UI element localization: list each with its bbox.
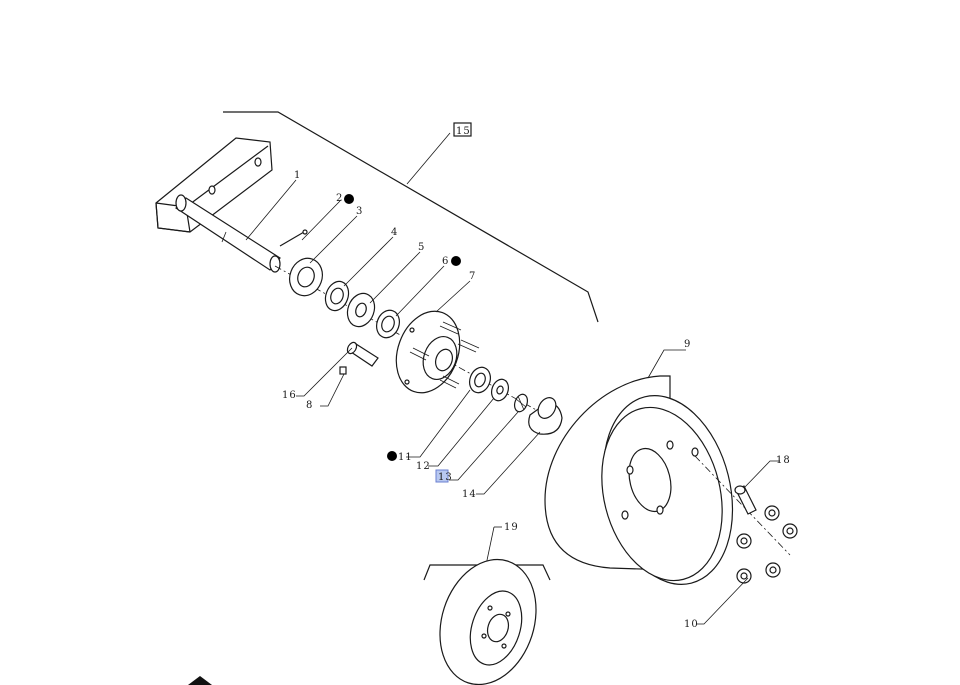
dust-cap-part-14 bbox=[528, 397, 563, 435]
callout-12: 12 bbox=[416, 461, 431, 472]
callout-3: 3 bbox=[356, 206, 363, 217]
callout-16: 16 bbox=[282, 390, 297, 401]
seal-ring-part bbox=[289, 257, 323, 297]
axle-spindle-part bbox=[155, 137, 281, 273]
wheel-hub-part bbox=[395, 310, 480, 394]
leader-lines bbox=[245, 179, 780, 625]
page-mark-icon bbox=[188, 676, 212, 685]
callout-13: 13 bbox=[438, 472, 453, 483]
tire-valve-part-18 bbox=[734, 485, 757, 515]
kit-dot-icon bbox=[344, 194, 354, 204]
stud-clip-part-8 bbox=[339, 366, 347, 375]
highlight-box bbox=[435, 469, 449, 483]
assembly-bracket-15 bbox=[223, 111, 599, 323]
callout-11: 11 bbox=[398, 452, 413, 463]
callout-1: 1 bbox=[294, 170, 301, 181]
bearing-part-11 bbox=[469, 366, 491, 394]
callout-2: 2 bbox=[336, 193, 343, 204]
callout-4: 4 bbox=[391, 227, 398, 238]
callout-14: 14 bbox=[462, 489, 477, 500]
callout-6: 6 bbox=[442, 256, 449, 267]
callout-18: 18 bbox=[776, 455, 791, 466]
callout-19: 19 bbox=[504, 522, 519, 533]
grease-nipple-part bbox=[279, 229, 308, 247]
outer-bearing-part-6 bbox=[376, 309, 400, 339]
inner-bearing-part bbox=[324, 280, 350, 312]
washer-part-12 bbox=[490, 378, 510, 402]
callout-5: 5 bbox=[418, 242, 425, 253]
callout-10: 10 bbox=[684, 619, 699, 630]
wheel-rim-part-9 bbox=[544, 375, 734, 585]
castle-nut-part-13 bbox=[513, 393, 529, 413]
callout-8: 8 bbox=[306, 400, 313, 411]
kit-dot-icon bbox=[387, 451, 397, 461]
callout-9: 9 bbox=[684, 339, 691, 350]
wheel-stud-part-16 bbox=[346, 341, 379, 367]
callout-labels: 1 2 3 4 5 6 7 8 9 10 11 12 13 14 15 16 1… bbox=[282, 126, 791, 630]
washer-part-5 bbox=[346, 292, 376, 328]
kit-dot-icon bbox=[451, 256, 461, 266]
callout-7: 7 bbox=[469, 271, 476, 282]
wheel-nuts-part-10 bbox=[736, 505, 798, 584]
complete-wheel-part-19 bbox=[423, 526, 551, 685]
callout-15: 15 bbox=[456, 126, 471, 137]
kit-markers bbox=[344, 194, 461, 461]
